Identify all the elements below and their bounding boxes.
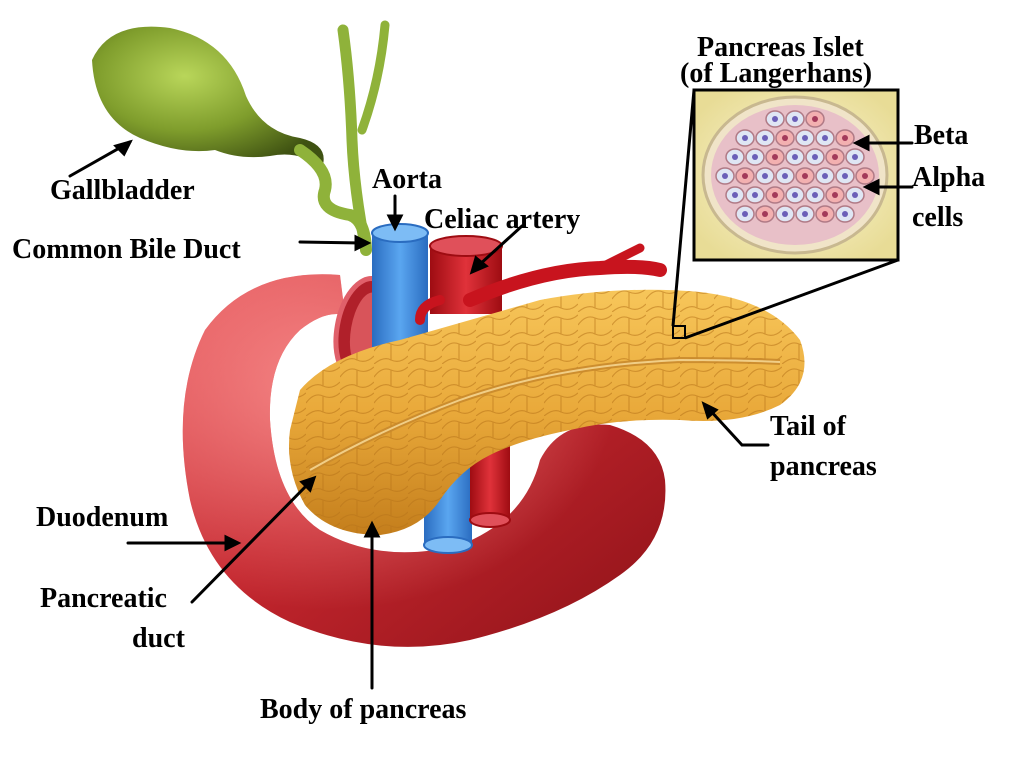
cell-nucleus — [802, 211, 808, 217]
celiac-pointer — [469, 224, 524, 275]
label-alpha: Alpha — [912, 162, 986, 193]
label-duodenum: Duodenum — [36, 502, 169, 533]
cell-nucleus — [722, 173, 728, 179]
label-gallbladder: Gallbladder — [50, 175, 195, 206]
label-common-bile-duct: Common Bile Duct — [12, 234, 241, 265]
aorta-pointer — [386, 194, 404, 232]
cell-nucleus — [792, 154, 798, 160]
cell-nucleus — [792, 192, 798, 198]
label-pancreatic-line1: Pancreatic — [40, 583, 167, 614]
beta-pointer — [852, 134, 914, 152]
cell-nucleus — [852, 154, 858, 160]
cell-nucleus — [822, 211, 828, 217]
cell-nucleus — [772, 192, 778, 198]
label-cells: cells — [912, 202, 964, 233]
pointer-lines — [68, 134, 914, 690]
label-beta: Beta — [914, 120, 969, 151]
cell-nucleus — [842, 173, 848, 179]
cell-nucleus — [742, 135, 748, 141]
cell-nucleus — [822, 173, 828, 179]
gallbladder-organ — [92, 26, 324, 168]
cell-nucleus — [812, 116, 818, 122]
body-pointer — [363, 520, 381, 690]
cell-nucleus — [812, 154, 818, 160]
cell-nucleus — [782, 173, 788, 179]
cell-nucleus — [782, 135, 788, 141]
label-aorta: Aorta — [372, 164, 442, 195]
cell-nucleus — [842, 135, 848, 141]
label-pancreatic-line2: duct — [132, 623, 185, 654]
alpha-pointer — [862, 178, 914, 196]
cell-nucleus — [732, 154, 738, 160]
cell-nucleus — [842, 211, 848, 217]
cell-nucleus — [772, 116, 778, 122]
cell-nucleus — [772, 154, 778, 160]
islet-cells — [715, 110, 875, 223]
islet-inset — [671, 88, 900, 340]
label-celiac-artery: Celiac artery — [424, 204, 581, 235]
cell-nucleus — [732, 192, 738, 198]
pancreatic-duct-pointer — [190, 475, 317, 604]
cell-nucleus — [862, 173, 868, 179]
cell-nucleus — [752, 192, 758, 198]
cell-nucleus — [762, 173, 768, 179]
cell-nucleus — [782, 211, 788, 217]
cell-nucleus — [802, 135, 808, 141]
cell-nucleus — [762, 135, 768, 141]
cell-nucleus — [792, 116, 798, 122]
label-tail-line2: pancreas — [770, 451, 877, 482]
label-islet-line1: Pancreas Islet — [697, 32, 864, 63]
bile-duct-pointer — [298, 234, 372, 252]
cell-nucleus — [832, 154, 838, 160]
cell-nucleus — [742, 211, 748, 217]
cell-nucleus — [822, 135, 828, 141]
duodenum-pointer — [126, 534, 242, 552]
label-body-of-pancreas: Body of pancreas — [260, 694, 467, 725]
cell-nucleus — [852, 192, 858, 198]
pancreas-organ — [289, 289, 805, 535]
tail-pointer — [701, 401, 770, 447]
cell-nucleus — [752, 154, 758, 160]
cell-nucleus — [832, 192, 838, 198]
cell-nucleus — [742, 173, 748, 179]
label-tail-line1: Tail of — [770, 411, 846, 442]
cell-nucleus — [812, 192, 818, 198]
cell-nucleus — [762, 211, 768, 217]
gallbladder-pointer — [68, 139, 133, 178]
label-islet-line2: (of Langerhans) — [680, 58, 873, 89]
cell-nucleus — [802, 173, 808, 179]
